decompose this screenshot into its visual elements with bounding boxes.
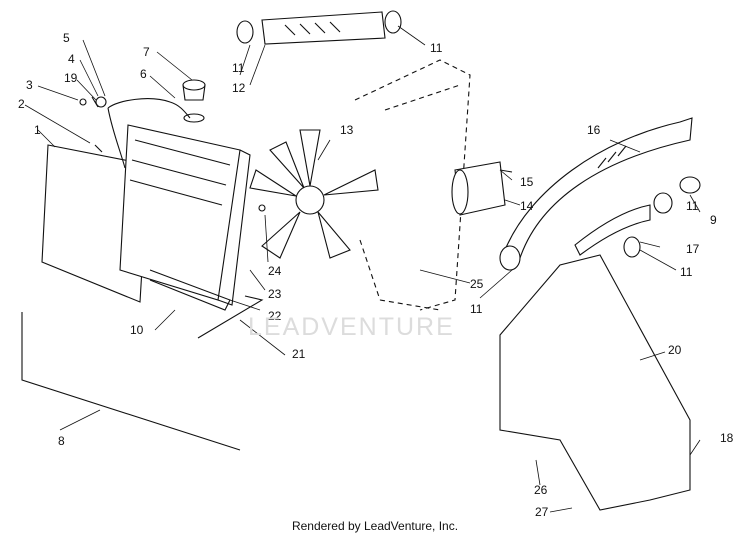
engine-frame bbox=[354, 59, 471, 311]
callout-26: 26 bbox=[534, 483, 548, 497]
callout-11-c: 11 bbox=[686, 199, 699, 213]
cooling-fan bbox=[249, 129, 379, 259]
callout-25: 25 bbox=[470, 277, 484, 291]
side-panel bbox=[499, 254, 691, 511]
callout-22: 22 bbox=[268, 309, 282, 323]
callout-20: 20 bbox=[668, 343, 682, 357]
callout-8: 8 bbox=[58, 434, 65, 448]
leader-lines bbox=[24, 25, 701, 513]
callout-21: 21 bbox=[292, 347, 306, 361]
callout-11-e: 11 bbox=[470, 302, 483, 316]
callout-17: 17 bbox=[686, 242, 700, 256]
callout-12: 12 bbox=[232, 81, 246, 95]
water-pump bbox=[451, 161, 513, 216]
callout-15: 15 bbox=[520, 175, 534, 189]
lower-radiator-hose bbox=[499, 117, 701, 271]
callout-23: 23 bbox=[268, 287, 282, 301]
callout-1: 1 bbox=[34, 123, 41, 137]
callout-24: 24 bbox=[268, 264, 282, 278]
callout-10: 10 bbox=[130, 323, 144, 337]
upper-radiator-hose bbox=[236, 10, 402, 45]
overflow-tube bbox=[107, 98, 191, 169]
callout-19: 19 bbox=[64, 71, 78, 85]
watermark: LEADVENTURE bbox=[248, 313, 455, 341]
radiator bbox=[119, 124, 251, 311]
callout-11-a: 11 bbox=[232, 61, 245, 75]
footer-credit: Rendered by LeadVenture, Inc. bbox=[291, 519, 459, 533]
callout-7: 7 bbox=[143, 45, 150, 59]
bracket-outline bbox=[21, 295, 264, 451]
callout-5: 5 bbox=[63, 31, 70, 45]
callout-6: 6 bbox=[140, 67, 147, 81]
callout-3: 3 bbox=[26, 78, 33, 92]
callout-11-d: 11 bbox=[680, 265, 693, 279]
callout-11-b: 11 bbox=[430, 41, 443, 55]
radiator-cap bbox=[182, 79, 206, 123]
callout-18: 18 bbox=[720, 431, 734, 445]
callout-labels: 1 2 3 4 5 6 7 8 9 10 11 11 11 11 11 11 1… bbox=[18, 31, 734, 519]
callout-13: 13 bbox=[340, 123, 354, 137]
callout-14: 14 bbox=[520, 199, 534, 213]
small-fittings bbox=[79, 96, 107, 153]
callout-27: 27 bbox=[535, 505, 549, 519]
callout-9: 9 bbox=[710, 213, 717, 227]
callout-4: 4 bbox=[68, 52, 75, 66]
callout-16: 16 bbox=[587, 123, 601, 137]
callout-2: 2 bbox=[18, 97, 25, 111]
